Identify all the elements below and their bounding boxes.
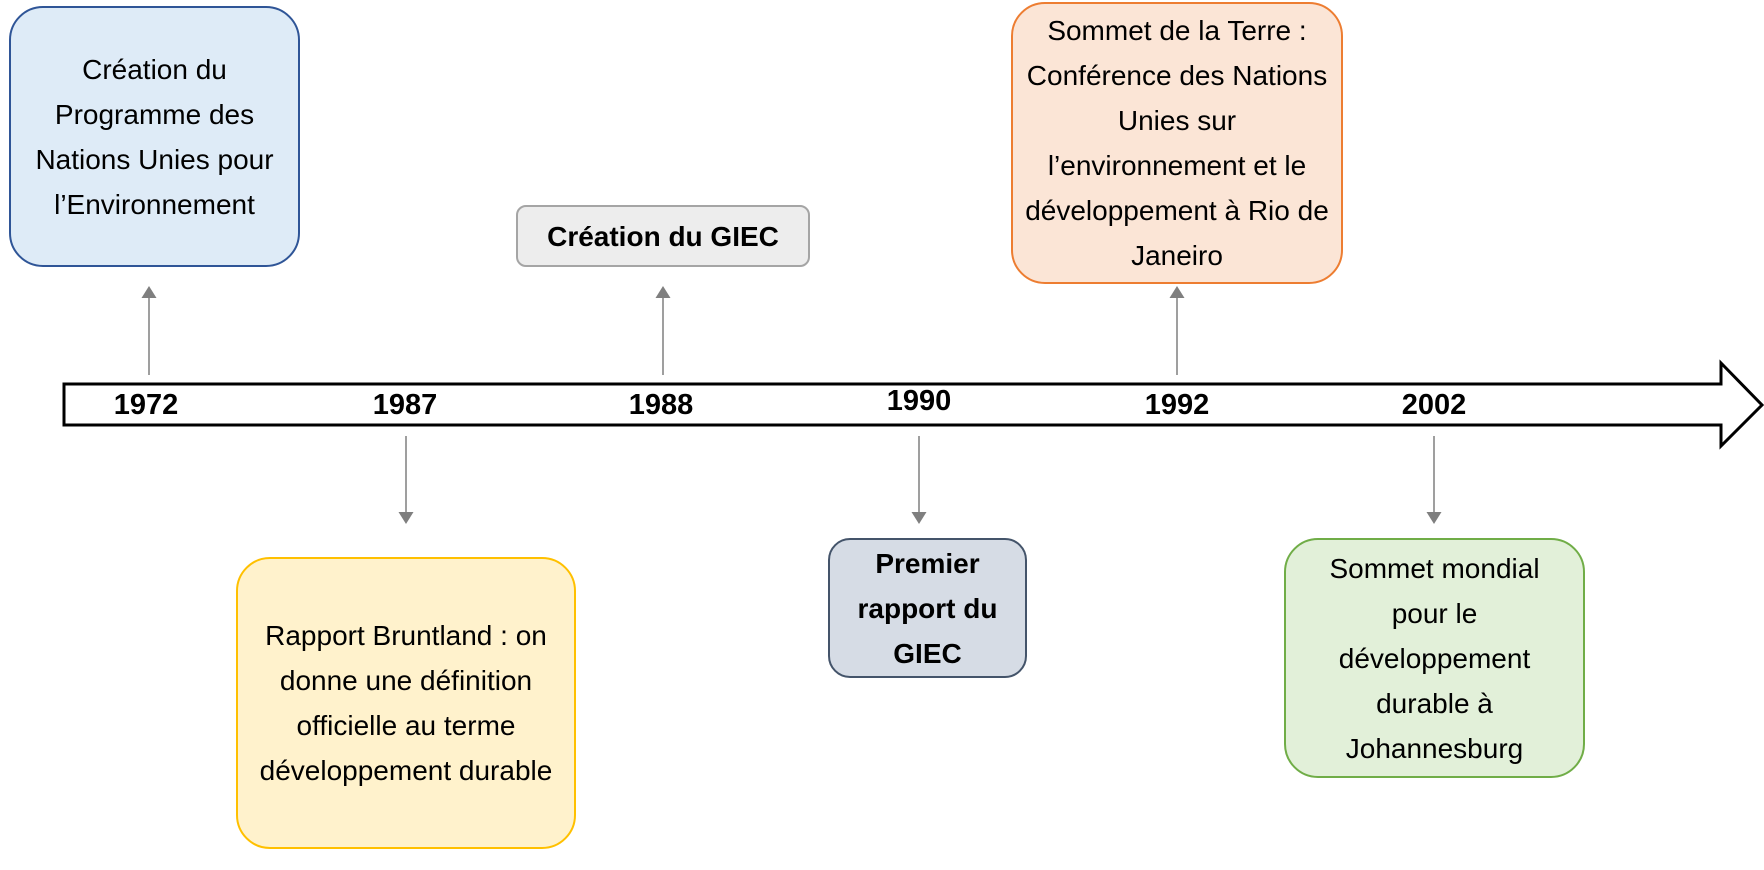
event-text: Sommet mondial pour le développement dur… — [1329, 552, 1540, 764]
event-text: Création du Programme des Nations Unies … — [35, 53, 274, 220]
event-box-1987: Rapport Bruntland : on donne une définit… — [236, 557, 576, 849]
year-label-2002: 2002 — [1401, 389, 1467, 421]
event-text: Rapport Bruntland : on donne une définit… — [259, 620, 553, 786]
year-label-1987: 1987 — [372, 389, 438, 421]
event-box-1992: Sommet de la Terre : Conférence des Nati… — [1011, 2, 1343, 284]
event-box-1972: Création du Programme des Nations Unies … — [9, 6, 300, 267]
event-box-1990: Premier rapport du GIEC — [828, 538, 1027, 678]
event-text: Sommet de la Terre : Conférence des Nati… — [1025, 15, 1329, 271]
year-label-1988: 1988 — [628, 389, 694, 421]
year-label-1992: 1992 — [1144, 389, 1210, 421]
event-box-1988: Création du GIEC — [516, 205, 810, 267]
event-text: Premier rapport du GIEC — [857, 547, 998, 669]
year-label-1972: 1972 — [113, 389, 179, 421]
event-box-2002: Sommet mondial pour le développement dur… — [1284, 538, 1585, 778]
timeline-arrow — [62, 359, 1764, 450]
year-label-1990: 1990 — [886, 385, 952, 417]
event-text: Création du GIEC — [547, 220, 779, 252]
